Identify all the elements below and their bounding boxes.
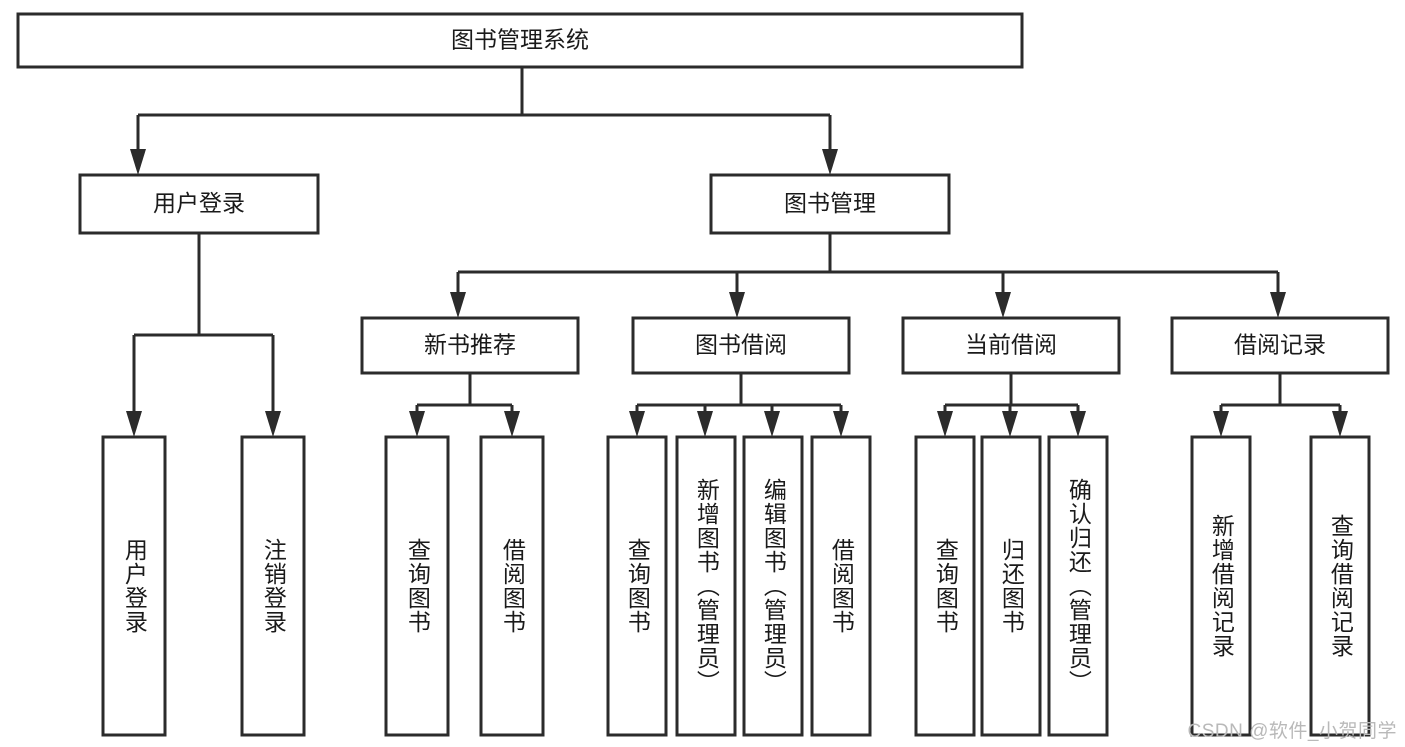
node-book-manage[interactable]: 图书管理 — [709, 173, 951, 235]
node-box[interactable] — [240, 435, 306, 737]
node-leaf-logout[interactable] — [240, 435, 306, 737]
arrow-head-icon — [1213, 411, 1229, 437]
node-current-borrow[interactable]: 当前借阅 — [901, 316, 1121, 375]
node-leaf-confirm-return-admin[interactable] — [1047, 435, 1109, 737]
arrow-head-icon — [409, 411, 425, 437]
node-user-login[interactable]: 用户登录 — [78, 173, 320, 235]
node-leaf-borrow-book[interactable] — [810, 435, 872, 737]
node-label: 图书管理系统 — [451, 27, 589, 53]
connector-group — [450, 233, 1286, 318]
arrow-head-icon — [822, 149, 838, 175]
node-label: 借阅记录 — [1234, 332, 1326, 358]
node-box[interactable] — [914, 435, 976, 737]
node-leaf-add-book-admin[interactable] — [675, 435, 737, 737]
node-leaf-query-book-current[interactable] — [914, 435, 976, 737]
arrow-head-icon — [1002, 411, 1018, 437]
node-label: 用户登录 — [153, 190, 245, 216]
node-box[interactable] — [631, 316, 851, 375]
arrow-head-icon — [1270, 292, 1286, 318]
connector-group — [629, 373, 849, 437]
watermark-text: CSDN @软件_小贺同学 — [1187, 721, 1397, 742]
node-root[interactable]: 图书管理系统 — [16, 12, 1024, 69]
arrow-head-icon — [729, 292, 745, 318]
arrow-head-icon — [504, 411, 520, 437]
node-label: 新书推荐 — [424, 332, 516, 358]
node-leaf-edit-book-admin[interactable] — [742, 435, 804, 737]
arrow-head-icon — [1070, 411, 1086, 437]
node-box[interactable] — [742, 435, 804, 737]
node-label: 当前借阅 — [965, 332, 1057, 358]
arrow-head-icon — [1332, 411, 1348, 437]
node-box[interactable] — [360, 316, 580, 375]
node-label: 图书借阅 — [695, 332, 787, 358]
node-box[interactable] — [384, 435, 450, 737]
connector-group — [1213, 373, 1348, 437]
node-box[interactable] — [101, 435, 167, 737]
node-box[interactable] — [901, 316, 1121, 375]
node-book-borrow[interactable]: 图书借阅 — [631, 316, 851, 375]
node-box[interactable] — [1170, 316, 1390, 375]
node-leaf-user-login[interactable] — [101, 435, 167, 737]
connector-group — [937, 373, 1086, 437]
connector-group — [126, 233, 281, 437]
node-label: 图书管理 — [784, 190, 876, 216]
arrow-head-icon — [265, 411, 281, 437]
arrow-head-icon — [126, 411, 142, 437]
node-box[interactable] — [980, 435, 1042, 737]
connector-group — [130, 67, 838, 175]
node-borrow-record[interactable]: 借阅记录 — [1170, 316, 1390, 375]
arrow-head-icon — [764, 411, 780, 437]
node-leaf-return-book[interactable] — [980, 435, 1042, 737]
node-box[interactable] — [675, 435, 737, 737]
node-leaf-query-borrow-record[interactable] — [1309, 435, 1371, 737]
node-leaf-query-book-borrow[interactable] — [606, 435, 668, 737]
node-leaf-add-borrow-record[interactable] — [1190, 435, 1252, 737]
arrow-head-icon — [450, 292, 466, 318]
node-box[interactable] — [709, 173, 951, 235]
node-box[interactable] — [1309, 435, 1371, 737]
arrow-head-icon — [697, 411, 713, 437]
node-new-book-recommend[interactable]: 新书推荐 — [360, 316, 580, 375]
node-box[interactable] — [606, 435, 668, 737]
node-box[interactable] — [16, 12, 1024, 69]
node-box[interactable] — [479, 435, 545, 737]
arrow-head-icon — [833, 411, 849, 437]
node-box[interactable] — [1047, 435, 1109, 737]
arrow-head-icon — [995, 292, 1011, 318]
arrow-head-icon — [130, 149, 146, 175]
node-leaf-borrow-book-recommend[interactable] — [479, 435, 545, 737]
node-box[interactable] — [810, 435, 872, 737]
node-box[interactable] — [78, 173, 320, 235]
node-box[interactable] — [1190, 435, 1252, 737]
arrow-head-icon — [629, 411, 645, 437]
connector-group — [409, 373, 520, 437]
arrow-head-icon — [937, 411, 953, 437]
node-leaf-query-book-recommend[interactable] — [384, 435, 450, 737]
